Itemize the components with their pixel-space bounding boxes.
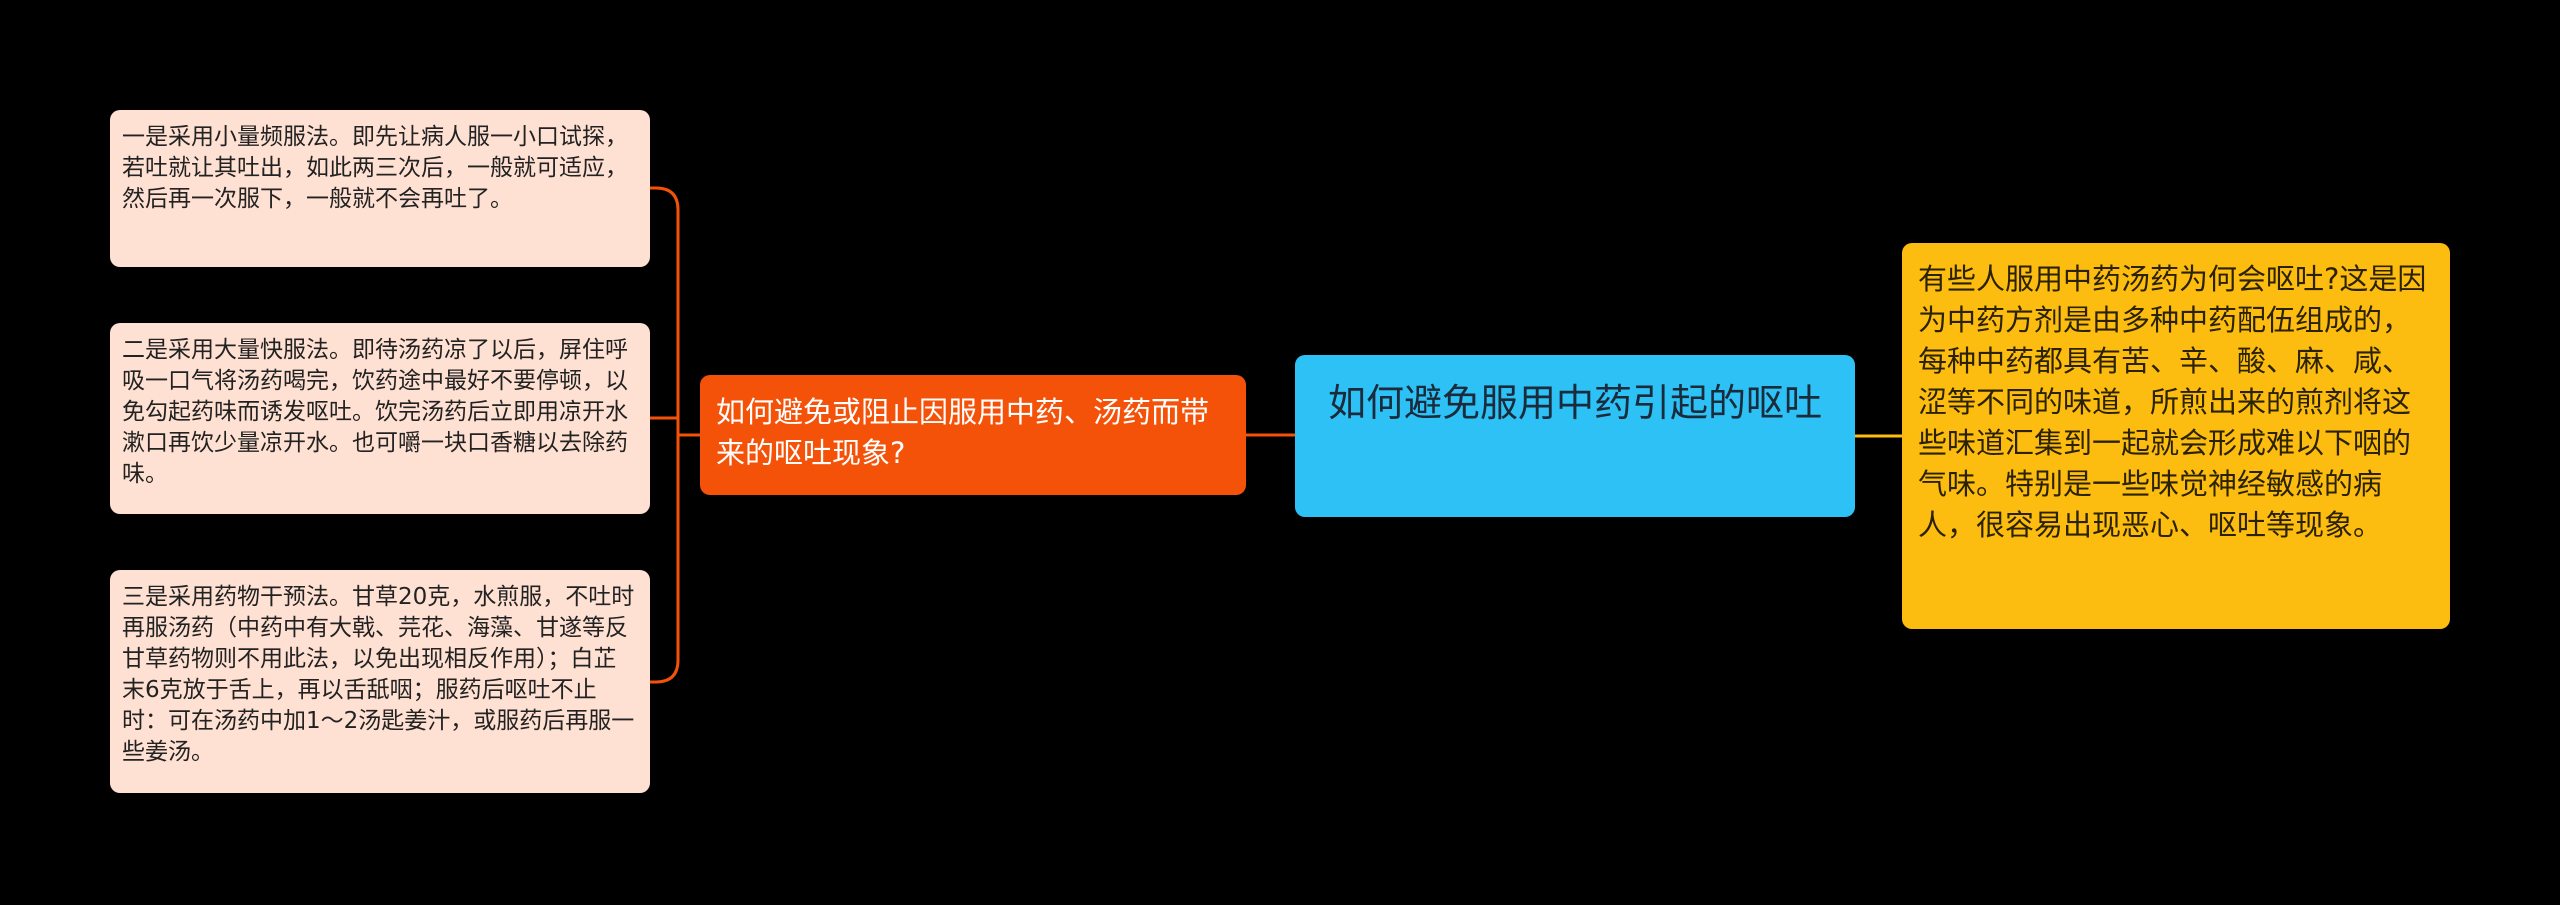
central-topic-text: 如何避免服用中药引起的呕吐 xyxy=(1327,381,1822,425)
explanation-text: 有些人服用中药汤药为何会呕吐?这是因为中药方剂是由多种中药配伍组成的，每种中药都… xyxy=(1918,262,2427,542)
method-leaf-text-1: 一是采用小量频服法。即先让病人服一小口试探，若吐就让其吐出，如此两三次后，一般就… xyxy=(122,124,628,212)
method-leaf-node-1[interactable]: 一是采用小量频服法。即先让病人服一小口试探，若吐就让其吐出，如此两三次后，一般就… xyxy=(110,110,650,267)
question-branch-text: 如何避免或阻止因服用中药、汤药而带来的呕吐现象? xyxy=(716,395,1210,470)
method-leaf-node-3[interactable]: 三是采用药物干预法。甘草20克，水煎服，不吐时再服汤药（中药中有大戟、芫花、海藻… xyxy=(110,570,650,793)
method-leaf-text-2: 二是采用大量快服法。即待汤药凉了以后，屏住呼吸一口气将汤药喝完，饮药途中最好不要… xyxy=(122,337,628,487)
method-leaf-node-2[interactable]: 二是采用大量快服法。即待汤药凉了以后，屏住呼吸一口气将汤药喝完，饮药途中最好不要… xyxy=(110,323,650,514)
central-topic-node[interactable]: 如何避免服用中药引起的呕吐 xyxy=(1295,355,1855,517)
connector-branch-to-leaves xyxy=(650,186,700,684)
explanation-node[interactable]: 有些人服用中药汤药为何会呕吐?这是因为中药方剂是由多种中药配伍组成的，每种中药都… xyxy=(1902,243,2450,629)
method-leaf-text-3: 三是采用药物干预法。甘草20克，水煎服，不吐时再服汤药（中药中有大戟、芫花、海藻… xyxy=(122,584,635,765)
question-branch-node[interactable]: 如何避免或阻止因服用中药、汤药而带来的呕吐现象? xyxy=(700,375,1246,495)
